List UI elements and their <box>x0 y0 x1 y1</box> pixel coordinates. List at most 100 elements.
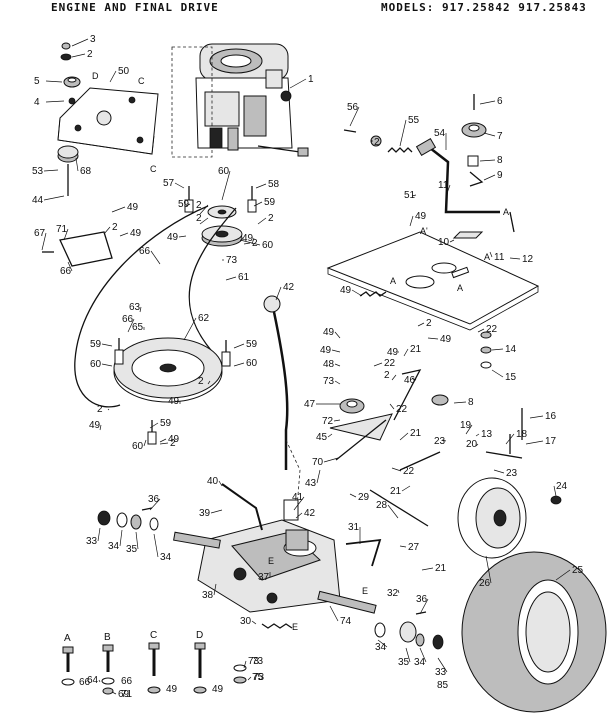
callout-58[interactable]: 58 <box>268 179 280 190</box>
bracket-10[interactable] <box>452 231 484 239</box>
callout-34[interactable]: 34 <box>414 657 426 668</box>
callout-49[interactable]: 49 <box>130 228 142 239</box>
hub-hardware-left[interactable] <box>97 507 159 531</box>
pulley-47[interactable] <box>339 398 365 414</box>
callout-60[interactable]: 60 <box>246 358 258 369</box>
bolt-type-c[interactable] <box>147 642 161 694</box>
callout-63[interactable]: 63 <box>129 302 141 313</box>
rod-11[interactable] <box>509 211 515 233</box>
callout-26[interactable]: 26 <box>479 578 491 589</box>
callout-25[interactable]: 25 <box>572 565 584 576</box>
hardware-stack-13-23[interactable] <box>480 331 492 369</box>
callout-27[interactable]: 27 <box>408 542 420 553</box>
callout-49[interactable]: 49 <box>415 211 427 222</box>
shift-lever-42[interactable] <box>263 295 289 470</box>
callout-17[interactable]: 17 <box>545 436 557 447</box>
spacer-stack-bottom[interactable] <box>147 420 157 445</box>
callout-66[interactable]: 66 <box>122 314 134 325</box>
callout-36[interactable]: 36 <box>148 494 160 505</box>
callout-8[interactable]: 8 <box>468 397 474 408</box>
callout-55[interactable]: 55 <box>408 115 420 126</box>
spacer-stack-right-upper[interactable] <box>247 186 257 213</box>
callout-9[interactable]: 9 <box>497 170 503 181</box>
callout-60[interactable]: 60 <box>90 359 102 370</box>
callout-46[interactable]: 46 <box>404 375 416 386</box>
callout-14[interactable]: 14 <box>505 344 517 355</box>
bracket-45[interactable] <box>329 413 393 441</box>
callout-37[interactable]: 37 <box>258 572 270 583</box>
callout-59[interactable]: 59 <box>90 339 102 350</box>
hub-hardware-right[interactable] <box>374 611 444 650</box>
callout-73[interactable]: 73 <box>226 255 238 266</box>
callout-34[interactable]: 34 <box>160 552 172 563</box>
callout-47[interactable]: 47 <box>304 399 316 410</box>
callout-12[interactable]: 12 <box>522 254 534 265</box>
callout-2[interactable]: 2 <box>384 370 390 381</box>
engine-mounting-plate[interactable] <box>57 87 159 155</box>
callout-2[interactable]: 2 <box>87 49 93 60</box>
callout-23[interactable]: 23 <box>434 436 446 447</box>
tire-25[interactable] <box>461 551 607 713</box>
callout-4[interactable]: 4 <box>34 97 40 108</box>
engine[interactable] <box>195 43 309 157</box>
spacer-stack-left-lower[interactable] <box>114 338 124 365</box>
belt-keeper-68[interactable] <box>59 231 113 267</box>
callout-40[interactable]: 40 <box>207 476 219 487</box>
callout-8[interactable]: 8 <box>497 155 503 166</box>
bolt-type-d[interactable] <box>193 642 207 694</box>
callout-56[interactable]: 56 <box>347 102 359 113</box>
callout-51[interactable]: 51 <box>404 190 416 201</box>
callout-42[interactable]: 42 <box>283 282 295 293</box>
callout-2[interactable]: 2 <box>196 213 202 224</box>
callout-49[interactable]: 49 <box>167 232 179 243</box>
callout-2[interactable]: 2 <box>170 438 176 449</box>
callout-49[interactable]: 49 <box>168 434 180 445</box>
callout-69[interactable]: 69 <box>118 689 130 700</box>
callout-35[interactable]: 35 <box>126 544 138 555</box>
callout-18[interactable]: 18 <box>516 429 528 440</box>
callout-71[interactable]: 71 <box>56 224 68 235</box>
callout-7[interactable]: 7 <box>497 131 503 142</box>
callout-33[interactable]: 33 <box>86 536 98 547</box>
callout-49[interactable]: 49 <box>242 233 254 244</box>
shift-bracket-41[interactable] <box>283 499 299 521</box>
callout-34[interactable]: 34 <box>108 541 120 552</box>
nut-4[interactable] <box>68 97 76 105</box>
callout-32[interactable]: 32 <box>387 588 399 599</box>
callout-10[interactable]: 10 <box>438 237 450 248</box>
callout-2[interactable]: 2 <box>97 404 103 415</box>
shift-arm-40[interactable] <box>221 483 263 531</box>
callout-16[interactable]: 16 <box>545 411 557 422</box>
callout-34[interactable]: 34 <box>375 642 387 653</box>
callout-22[interactable]: 22 <box>396 404 408 415</box>
callout-66[interactable]: 66 <box>60 266 72 277</box>
callout-36[interactable]: 36 <box>416 594 428 605</box>
callout-43[interactable]: 43 <box>305 478 317 489</box>
callout-57[interactable]: 57 <box>163 178 175 189</box>
callout-2[interactable]: 2 <box>198 376 204 387</box>
callout-49[interactable]: 49 <box>127 202 139 213</box>
rod-43[interactable] <box>335 419 387 461</box>
callout-19[interactable]: 19 <box>460 420 472 431</box>
callout-60[interactable]: 60 <box>132 441 144 452</box>
callout-2[interactable]: 2 <box>426 318 432 329</box>
bearing-7[interactable] <box>461 122 487 138</box>
engine-pulley-70[interactable] <box>57 145 79 163</box>
spring-30[interactable] <box>261 623 293 629</box>
callout-49[interactable]: 49 <box>323 327 335 338</box>
callout-54[interactable]: 54 <box>434 128 446 139</box>
callout-49[interactable]: 49 <box>340 285 352 296</box>
transmission-pulley-64[interactable] <box>113 337 223 403</box>
callout-33[interactable]: 33 <box>435 667 447 678</box>
callout-28[interactable]: 28 <box>376 500 388 511</box>
valve-24[interactable] <box>550 495 562 505</box>
axle-right-76[interactable] <box>317 590 377 614</box>
brake-bracket-8[interactable] <box>431 394 449 406</box>
callout-72[interactable]: 72 <box>322 416 334 427</box>
spring-50[interactable] <box>359 291 387 297</box>
callout-67[interactable]: 67 <box>34 228 46 239</box>
spring-56[interactable] <box>387 147 413 153</box>
callout-73[interactable]: 73 <box>253 672 265 683</box>
callout-2[interactable]: 2 <box>112 222 118 233</box>
clutch-pedal-rod-55[interactable] <box>415 137 500 214</box>
